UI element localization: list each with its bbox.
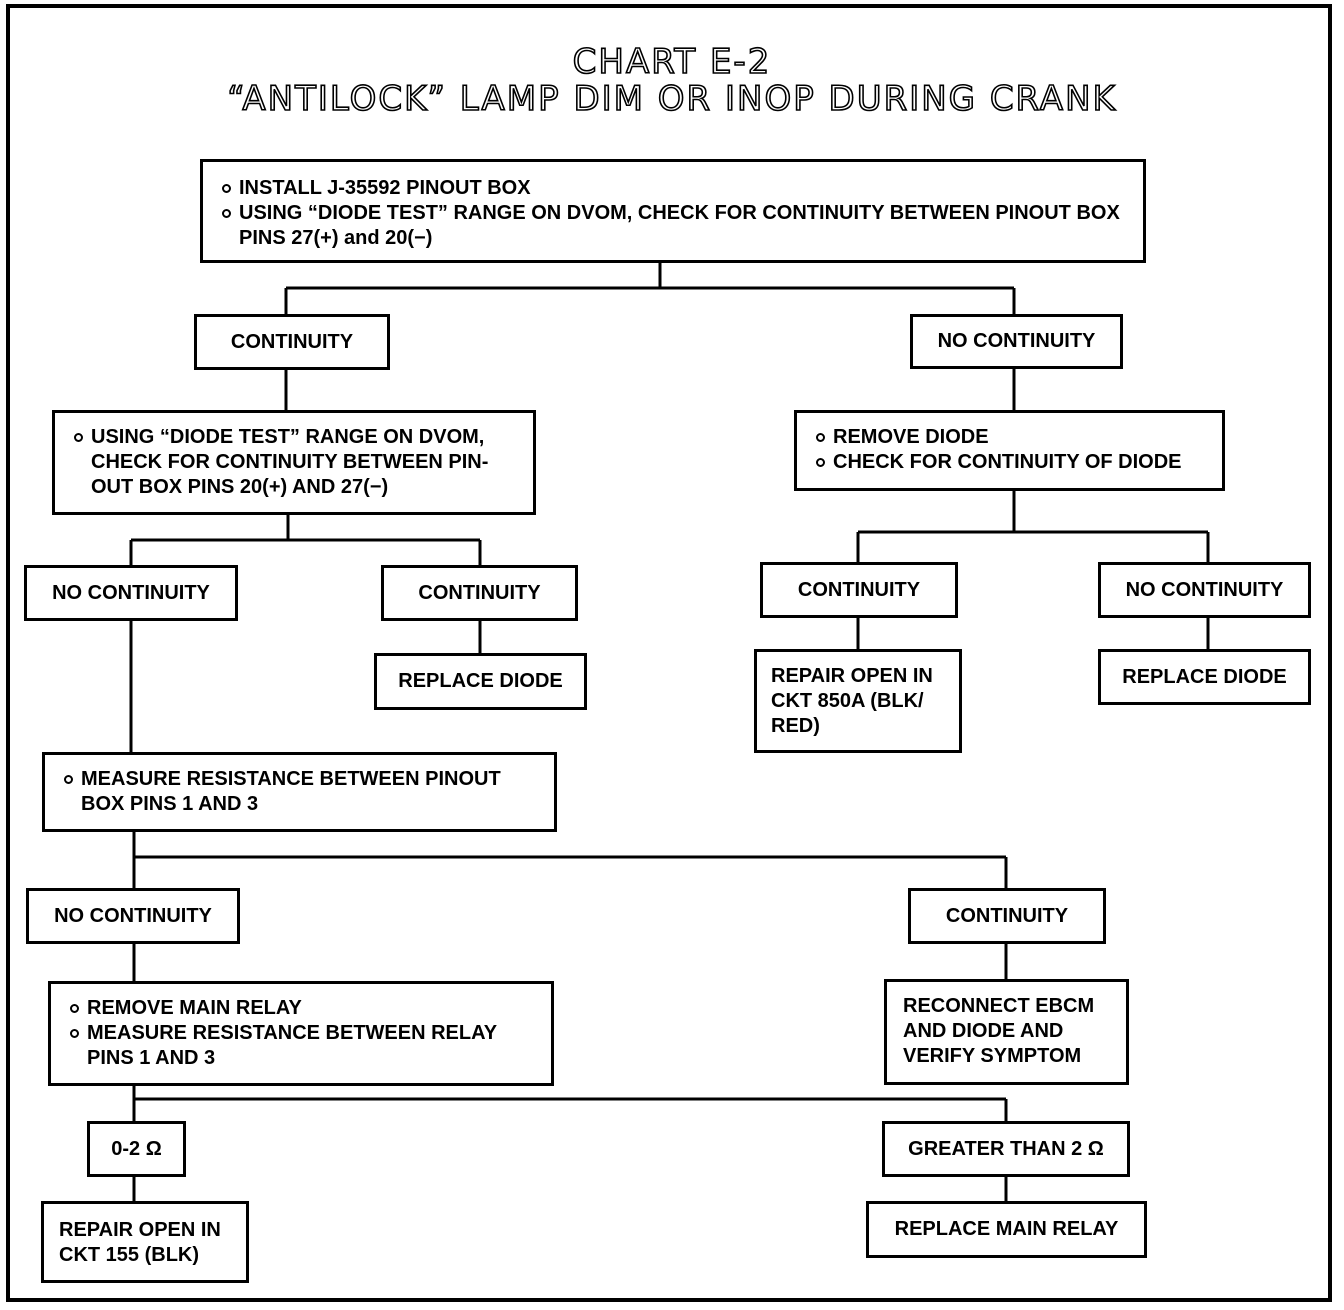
replace-diode-action-1: REPLACE DIODE [374,653,587,710]
chart-subtitle: “ANTILOCK” LAMP DIM OR INOP DURING CRANK [226,78,1117,120]
step-bullet: INSTALL J-35592 PINOUT BOX [219,176,1129,201]
diode-test-reverse-step: USING “DIODE TEST” RANGE ON DVOM, CHECK … [52,410,536,515]
remove-main-relay-step: REMOVE MAIN RELAY MEASURE RESISTANCE BET… [48,981,554,1086]
resistance-greater-than-2-ohm-result: GREATER THAN 2 Ω [882,1121,1130,1177]
continuity-result-3: CONTINUITY [760,562,958,618]
resistance-0-2-ohm-result: 0-2 Ω [87,1121,186,1177]
step-bullet: USING “DIODE TEST” RANGE ON DVOM, CHECK … [71,425,519,500]
no-continuity-result-2: NO CONTINUITY [24,565,238,621]
step-bullet: MEASURE RESISTANCE BETWEEN PINOUT BOX PI… [61,767,540,817]
no-continuity-result-3: NO CONTINUITY [1098,562,1311,618]
install-pinout-box-step: INSTALL J-35592 PINOUT BOX USING “DIODE … [200,159,1146,263]
step-bullet: CHECK FOR CONTINUITY OF DIODE [813,450,1208,475]
step-bullet: USING “DIODE TEST” RANGE ON DVOM, CHECK … [219,201,1129,251]
repair-ckt-155-action: REPAIR OPEN IN CKT 155 (BLK) [41,1201,249,1283]
reconnect-ebcm-action: RECONNECT EBCM AND DIODE AND VERIFY SYMP… [884,979,1129,1085]
remove-diode-step: REMOVE DIODE CHECK FOR CONTINUITY OF DIO… [794,410,1225,491]
step-bullet: MEASURE RESISTANCE BETWEEN RELAY PINS 1 … [67,1021,537,1071]
chart-title: CHART E-2 [572,41,772,83]
step-bullet: REMOVE DIODE [813,425,1208,450]
chart-frame [6,4,1332,1302]
continuity-result-1: CONTINUITY [194,314,390,370]
measure-pinout-resistance-step: MEASURE RESISTANCE BETWEEN PINOUT BOX PI… [42,752,557,832]
replace-diode-action-2: REPLACE DIODE [1098,649,1311,705]
no-continuity-result-4: NO CONTINUITY [26,888,240,944]
no-continuity-result-1: NO CONTINUITY [910,314,1123,369]
repair-ckt-850a-action: REPAIR OPEN IN CKT 850A (BLK/ RED) [754,649,962,753]
continuity-result-2: CONTINUITY [381,565,578,621]
step-bullet: REMOVE MAIN RELAY [67,996,537,1021]
continuity-result-4: CONTINUITY [908,888,1106,944]
replace-main-relay-action: REPLACE MAIN RELAY [866,1201,1147,1258]
